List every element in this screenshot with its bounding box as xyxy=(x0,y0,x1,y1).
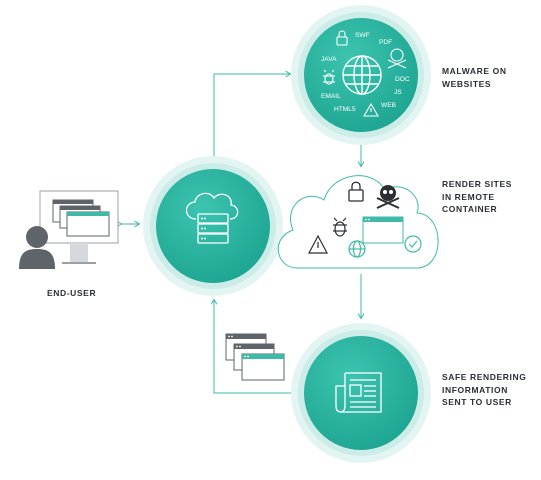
monitor-stand xyxy=(70,243,88,263)
safe-rendering-label: SAFE RENDERING INFORMATION SENT TO USER xyxy=(442,372,527,407)
container-padlock-icon xyxy=(348,181,364,202)
tag-html5: HTML5 xyxy=(334,106,356,113)
tag-js: JS xyxy=(394,89,402,96)
cloud-to-malware-arrow xyxy=(213,74,290,158)
container-globe-icon xyxy=(348,240,366,258)
returned-windows-stack xyxy=(225,333,285,381)
padlock-icon xyxy=(336,30,348,46)
user-body xyxy=(19,249,55,269)
container-warning-icon xyxy=(308,234,328,254)
container-browser-window xyxy=(362,216,404,244)
tag-doc: DOC xyxy=(395,76,410,83)
bug-icon xyxy=(323,69,335,85)
tag-pdf: PDF xyxy=(379,39,392,46)
tag-swf: SWF xyxy=(355,32,370,39)
malware-on-websites-label: MALWARE ON WEBSITES xyxy=(442,66,507,89)
globe-icon xyxy=(342,55,382,95)
user-head xyxy=(26,226,48,248)
tag-java: JAVA xyxy=(321,56,337,63)
container-skull-icon xyxy=(376,185,400,209)
render-sites-label: RENDER SITES IN REMOTE CONTAINER xyxy=(442,179,513,214)
tag-web: WEB xyxy=(381,102,397,109)
newspaper-icon xyxy=(335,372,382,413)
container-check-icon xyxy=(404,235,422,253)
tag-email: EMAIL xyxy=(321,93,341,100)
warning-triangle-icon xyxy=(363,102,379,117)
cloud-server-node xyxy=(143,156,283,296)
malware-node: SWF PDF JAVA DOC JS EMAIL HTML5 WEB xyxy=(291,5,431,145)
safe-rendering-node xyxy=(291,323,431,463)
end-user-illustration xyxy=(19,190,119,269)
cloud-server-icon xyxy=(185,192,239,244)
skull-crossbones-icon xyxy=(387,48,407,69)
container-bug-icon xyxy=(333,217,347,237)
remote-container-cloud xyxy=(277,175,439,269)
end-user-label: END-USER xyxy=(47,288,97,298)
safe-to-cloud-arrow xyxy=(214,300,295,394)
